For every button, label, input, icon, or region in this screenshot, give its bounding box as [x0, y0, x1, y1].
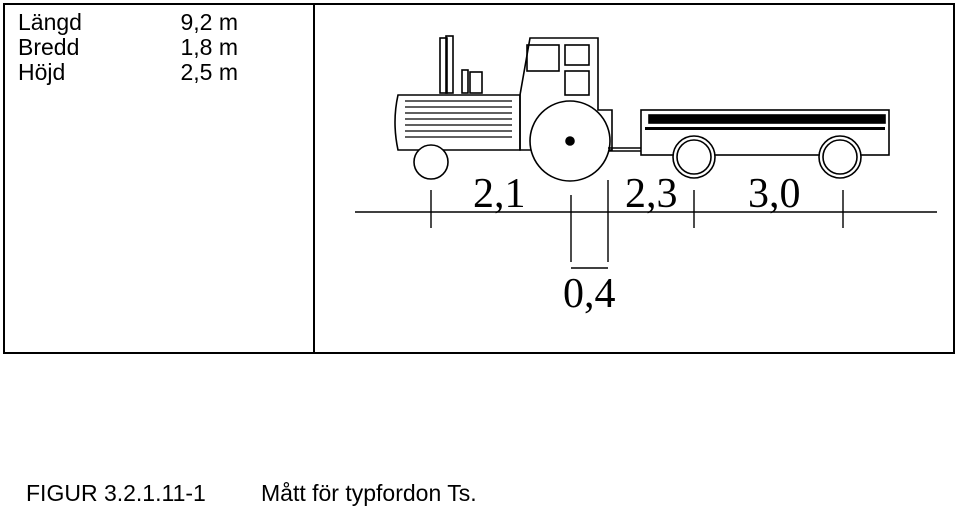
spec-label: Höjd	[18, 59, 66, 85]
tractor-cab	[519, 37, 613, 151]
tractor-hood	[394, 94, 521, 151]
figure-frame	[3, 3, 955, 354]
spec-row-width: Bredd 1,8 m	[18, 35, 238, 60]
cab-window	[564, 44, 590, 66]
spec-label: Bredd	[18, 34, 80, 60]
trailer-rear-wheel	[818, 135, 862, 179]
spec-value: 2,5 m	[180, 59, 238, 85]
vehicle-drawing: 2,1 2,3 3,0 0,4	[355, 35, 937, 317]
figure-caption: FIGUR 3.2.1.11-1 Mått för typfordon Ts.	[26, 480, 477, 507]
dim-trailer-front: 2,3	[625, 171, 678, 217]
cab-window	[564, 70, 590, 96]
dim-trailer-rear: 3,0	[748, 171, 801, 217]
spec-label: Längd	[18, 9, 82, 35]
spec-value: 1,8 m	[180, 34, 238, 60]
trailer-front-wheel	[672, 135, 716, 179]
trailer-rail	[648, 114, 886, 124]
spec-table: Längd 9,2 m Bredd 1,8 m Höjd 2,5 m	[18, 10, 238, 85]
tractor-grille	[405, 100, 512, 138]
cab-window	[526, 44, 560, 72]
dimension-ticks	[430, 180, 844, 269]
spec-value: 9,2 m	[180, 9, 238, 35]
dim-hitch-gap: 0,4	[563, 271, 616, 317]
rear-wheel-hub	[565, 136, 575, 146]
panel-divider	[313, 3, 315, 354]
tractor-front-wheel	[413, 144, 449, 180]
figure-title: Mått för typfordon Ts.	[261, 480, 477, 506]
tractor-exhaust	[439, 35, 483, 94]
trailer-body	[640, 109, 890, 156]
spec-row-length: Längd 9,2 m	[18, 10, 238, 35]
figure-number: FIGUR 3.2.1.11-1	[26, 480, 206, 506]
dim-tractor-length: 2,1	[473, 171, 526, 217]
spec-row-height: Höjd 2,5 m	[18, 60, 238, 85]
